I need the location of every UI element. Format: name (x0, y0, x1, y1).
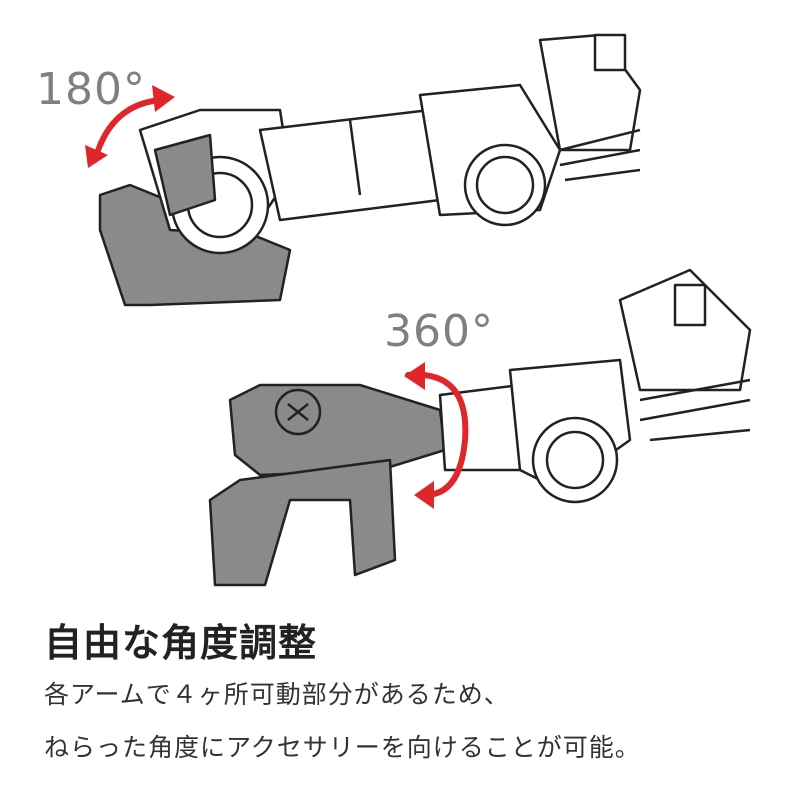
rotate-360-arrow (405, 371, 469, 498)
description-line-1: 各アームで４ヶ所可動部分があるため、 (44, 680, 510, 709)
rotate-180-arrow (92, 97, 163, 163)
product-illustration (85, 33, 752, 587)
heading: 自由な角度調整 (44, 621, 318, 665)
angle-label-360: 360° (384, 306, 494, 357)
angle-label-180: 180° (36, 64, 146, 115)
top-arm-drawing (98, 33, 642, 307)
description-line-2: ねらった角度にアクセサリーを向けることが可能。 (44, 733, 641, 762)
